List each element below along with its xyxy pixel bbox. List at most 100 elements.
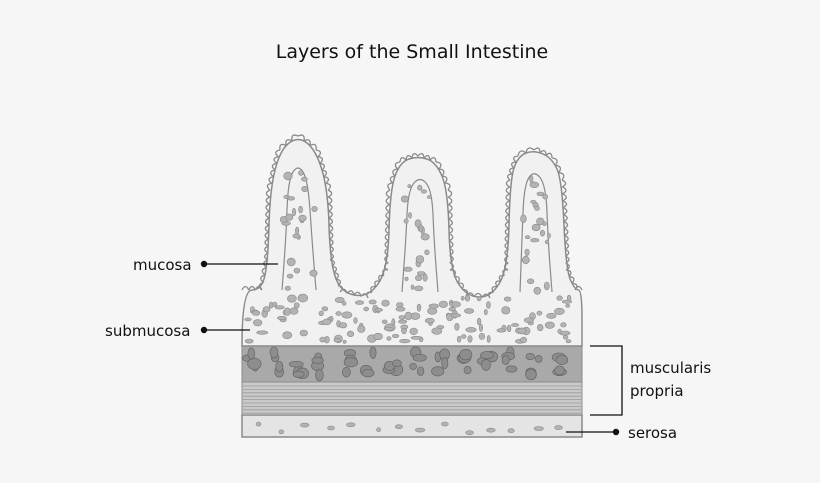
submucosa-cell [557,328,562,334]
muscle-cells [242,346,569,382]
mucosa-cell [534,205,540,211]
submucosa-cell [501,306,511,315]
submucosa-cell [398,315,406,320]
submucosa-cell [381,299,390,307]
submucosa-cell [400,324,409,330]
mucosa-cell [298,205,303,214]
label-submucosa: submucosa [105,322,190,340]
submucosa-cell [450,313,461,318]
serosa-cell [255,421,262,427]
submucosa-cell [250,306,255,312]
mucosa-cell [524,235,531,240]
submucosa-cell [431,327,443,335]
submucosa-cell [454,322,460,331]
submucosa-cell [391,318,396,327]
mucosa-cell [529,181,539,189]
submucosa-cell [427,307,438,315]
submucosa-cell [253,319,263,327]
leader-dot-serosa [612,428,620,436]
mucosa-cell [543,281,550,291]
mucosa-cell [293,267,301,274]
submucosa-cell [383,326,394,331]
submucosa-cell [297,293,308,303]
mucosa-cell [286,196,295,201]
submucosa-cell [274,305,285,310]
muscle-cell [343,357,359,368]
submucosa-cell [561,299,573,304]
submucosa-cell [409,327,418,336]
submucosa-cell [523,317,534,324]
mucosa-cell [417,184,423,191]
bracket-muscularis [590,345,623,416]
mucosa-cell [426,195,432,199]
submucosa-cell [461,334,467,339]
serosa-cell [465,430,474,436]
mucosa-cell [416,271,426,276]
mucosa-cell [524,248,530,256]
submucosa-cell [476,317,482,326]
submucosa-cell [404,311,412,321]
serosa-cell [415,427,426,433]
muscle-cell [409,362,417,370]
serosa-cell [554,425,563,430]
submucosa-cell [396,302,404,308]
submucosa-cell [496,328,506,333]
mucosa-cell [547,232,551,239]
submucosa-cell [486,335,491,343]
mucosa-cell [298,170,304,176]
mucosa-cell [309,269,318,277]
serosa-cell [327,425,335,431]
serosa-cell [376,427,381,433]
submucosa-cell [410,335,423,340]
serosa-layer [241,414,583,438]
mucosa-cell [533,286,541,295]
submucosa-cell [483,309,488,316]
submucosa-cell [244,317,252,322]
submucosa-cell [395,306,406,312]
submucosa-cell [399,339,411,344]
submucosa-cell [478,323,483,332]
submucosa-cell [268,301,274,309]
serosa-cell [507,428,515,434]
muscle-cell [554,365,565,376]
mucosa-cell [529,175,534,183]
submucosa-cell [282,331,293,340]
label-mucosa: mucosa [133,256,192,274]
mucosa-cell [311,206,318,213]
submucosa-cell [520,336,527,344]
serosa-cell [278,429,284,435]
submucosa-cell [546,312,557,319]
serosa-cell [486,427,496,433]
mucosa-cell [418,224,424,233]
muscle-cell [292,370,305,378]
submucosa-cell [456,335,462,343]
mucosa-cell [530,199,537,204]
submucosa-cell [339,322,348,329]
submucosa-cell [536,324,544,332]
submucosa-cell [467,335,473,343]
label-serosa: serosa [628,424,677,442]
submucosa-cell [386,336,392,341]
submucosa-cell [560,322,567,328]
mucosa-cell [420,189,427,194]
muscle-cell [342,367,351,378]
muscle-cell [247,357,262,370]
muscle-cell [315,369,324,382]
label-propria: propria [630,382,684,400]
muscle-cell [441,357,449,370]
mucosa-cell [407,184,412,189]
submucosa-cell [478,332,486,340]
submucosa-cell [565,339,572,344]
brush-border [241,134,583,299]
mucosa-cell [544,239,550,245]
muscle-cell [505,365,518,373]
submucosa-cell [318,310,324,317]
submucosa-cell [321,306,329,312]
serosa-cell [394,424,403,430]
submucosa-cell [256,330,269,335]
muscle-cell [369,346,377,359]
submucosa-cell [353,317,358,324]
submucosa-cell [381,319,388,324]
mucosa-cell [403,218,409,224]
